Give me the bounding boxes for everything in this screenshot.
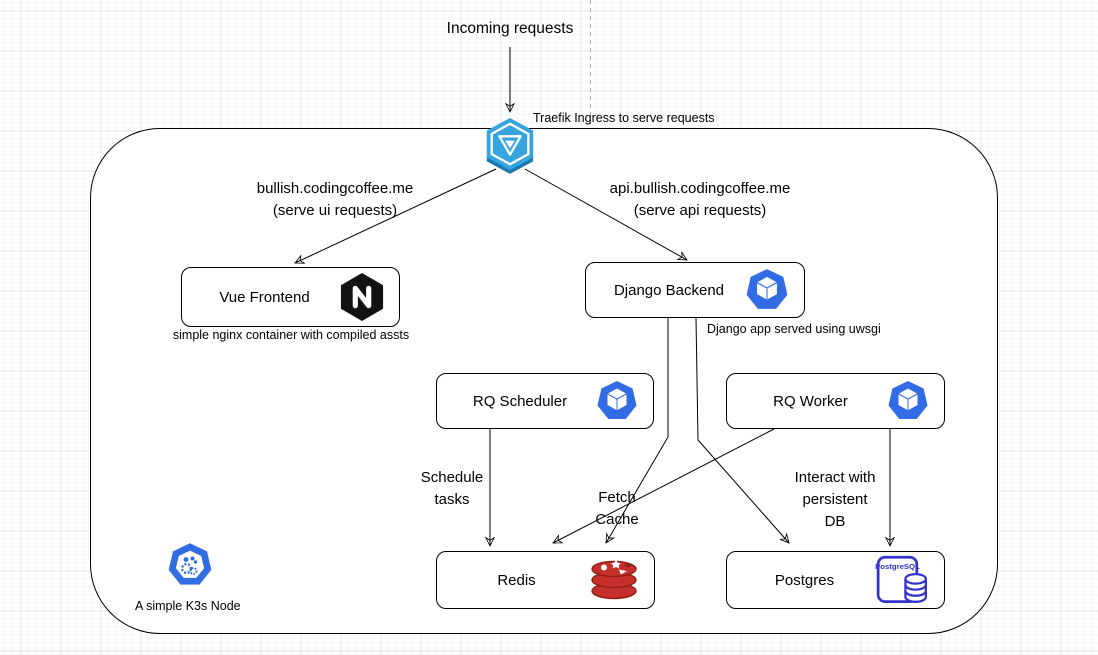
django-backend-label: Django Backend [613,281,725,299]
traefik-caption: Traefik Ingress to serve requests [533,111,715,125]
kubernetes-pod-icon [888,381,928,419]
fetch-cache-line1: Fetch [598,489,636,506]
fetch-cache-label: Fetch Cache [567,487,667,531]
kubernetes-pod-icon [746,269,788,309]
incoming-requests-label: Incoming requests [446,20,574,37]
fetch-cache-line2: Cache [595,511,639,528]
postgresql-icon-label: PostgreSQL [875,562,920,571]
vue-frontend-caption: simple nginx container with compiled ass… [172,328,410,342]
interact-db-line3: DB [824,513,846,530]
route-ui-note: (serve ui requests) [272,202,398,219]
node-postgres[interactable]: Postgres PostgreSQL [726,551,945,609]
node-rq-worker[interactable]: RQ Worker [726,373,945,429]
kubernetes-pod-icon [597,381,637,419]
traefik-ingress-icon [486,118,534,174]
k3s-node-icon [168,543,212,585]
schedule-tasks-label: Schedule tasks [397,467,507,511]
schedule-tasks-line2: tasks [434,491,470,508]
route-api-host: api.bullish.codingcoffee.me [609,180,791,197]
node-redis[interactable]: Redis [436,551,655,609]
route-ui-label: bullish.codingcoffee.me (serve ui reques… [215,178,455,222]
node-django-backend[interactable]: Django Backend [585,262,805,318]
route-ui-host: bullish.codingcoffee.me [256,180,414,197]
schedule-tasks-line1: Schedule [420,469,484,486]
node-rq-scheduler[interactable]: RQ Scheduler [436,373,654,429]
redis-icon [591,560,637,600]
nginx-icon [340,273,384,321]
postgresql-icon: PostgreSQL [875,555,927,603]
interact-db-line1: Interact with [794,469,876,486]
node-vue-frontend[interactable]: Vue Frontend [181,267,400,327]
postgres-label: Postgres [774,571,835,589]
k3s-node-caption: A simple K3s Node [135,599,241,613]
interact-db-label: Interact with persistent DB [770,467,900,533]
rq-scheduler-label: RQ Scheduler [472,392,568,410]
route-api-note: (serve api requests) [633,202,767,219]
rq-worker-label: RQ Worker [773,392,848,410]
vue-frontend-label: Vue Frontend [219,288,310,306]
interact-db-line2: persistent [802,491,868,508]
route-api-label: api.bullish.codingcoffee.me (serve api r… [580,178,820,222]
django-backend-caption: Django app served using uwsgi [707,322,881,336]
redis-label: Redis [497,571,536,589]
